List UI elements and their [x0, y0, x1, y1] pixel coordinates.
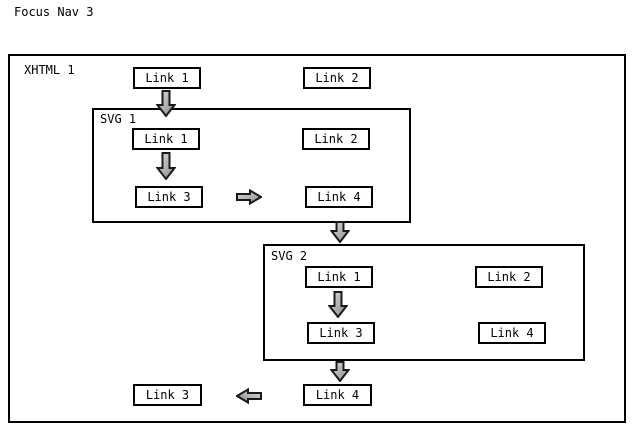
arrow-left-link4-to-link3-icon — [236, 388, 262, 404]
xhtml1-link4[interactable]: Link 4 — [303, 384, 372, 406]
page-title: Focus Nav 3 — [14, 5, 94, 19]
svg2-link3[interactable]: Link 3 — [307, 322, 375, 344]
svg2-link2[interactable]: Link 2 — [475, 266, 543, 288]
svg1-link1[interactable]: Link 1 — [132, 128, 200, 150]
svg2-label: SVG 2 — [271, 249, 308, 263]
xhtml1-link2[interactable]: Link 2 — [303, 67, 371, 89]
arrow-down-svg1-link4-to-svg2-icon — [330, 221, 350, 243]
arrow-down-svg1-link1-to-link3-icon — [156, 152, 176, 180]
arrow-down-svg2-link3-to-link4-icon — [330, 361, 350, 382]
svg1-link2[interactable]: Link 2 — [302, 128, 370, 150]
arrow-right-svg1-link3-to-link4-icon — [236, 189, 262, 205]
xhtml1-link3[interactable]: Link 3 — [133, 384, 202, 406]
xhtml1-label: XHTML 1 — [24, 63, 75, 77]
arrow-down-svg2-link1-to-link3-icon — [328, 291, 348, 318]
svg1-link3[interactable]: Link 3 — [135, 186, 203, 208]
svg1-link4[interactable]: Link 4 — [305, 186, 373, 208]
arrow-down-link1-to-svg1-icon — [156, 90, 176, 117]
svg1-label: SVG 1 — [100, 112, 137, 126]
svg2-link1[interactable]: Link 1 — [305, 266, 373, 288]
xhtml1-link1[interactable]: Link 1 — [133, 67, 201, 89]
svg2-link4[interactable]: Link 4 — [478, 322, 546, 344]
